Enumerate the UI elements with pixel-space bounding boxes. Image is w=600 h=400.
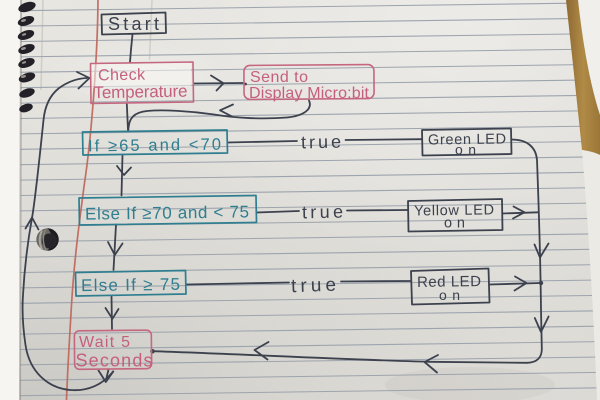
svg-text:Else If ≥70 and < 75: Else If ≥70 and < 75 xyxy=(85,202,249,223)
svg-text:Seconds: Seconds xyxy=(76,351,153,371)
svg-text:Red LED: Red LED xyxy=(417,273,481,291)
svg-text:If ≥65 and <70: If ≥65 and <70 xyxy=(88,136,221,156)
svg-text:Send to: Send to xyxy=(250,69,308,86)
svg-text:Else If ≥ 75: Else If ≥ 75 xyxy=(81,275,180,295)
svg-text:Wait 5: Wait 5 xyxy=(79,334,130,351)
svg-text:Temperature: Temperature xyxy=(93,82,187,103)
svg-text:Green LED: Green LED xyxy=(428,131,506,148)
svg-text:Yellow LED: Yellow LED xyxy=(414,202,494,219)
svg-text:true: true xyxy=(291,275,337,298)
svg-text:Display Micro:bit: Display Micro:bit xyxy=(249,85,370,102)
svg-text:true: true xyxy=(301,132,341,153)
svg-text:true: true xyxy=(302,202,343,223)
svg-text:Check: Check xyxy=(98,67,146,85)
